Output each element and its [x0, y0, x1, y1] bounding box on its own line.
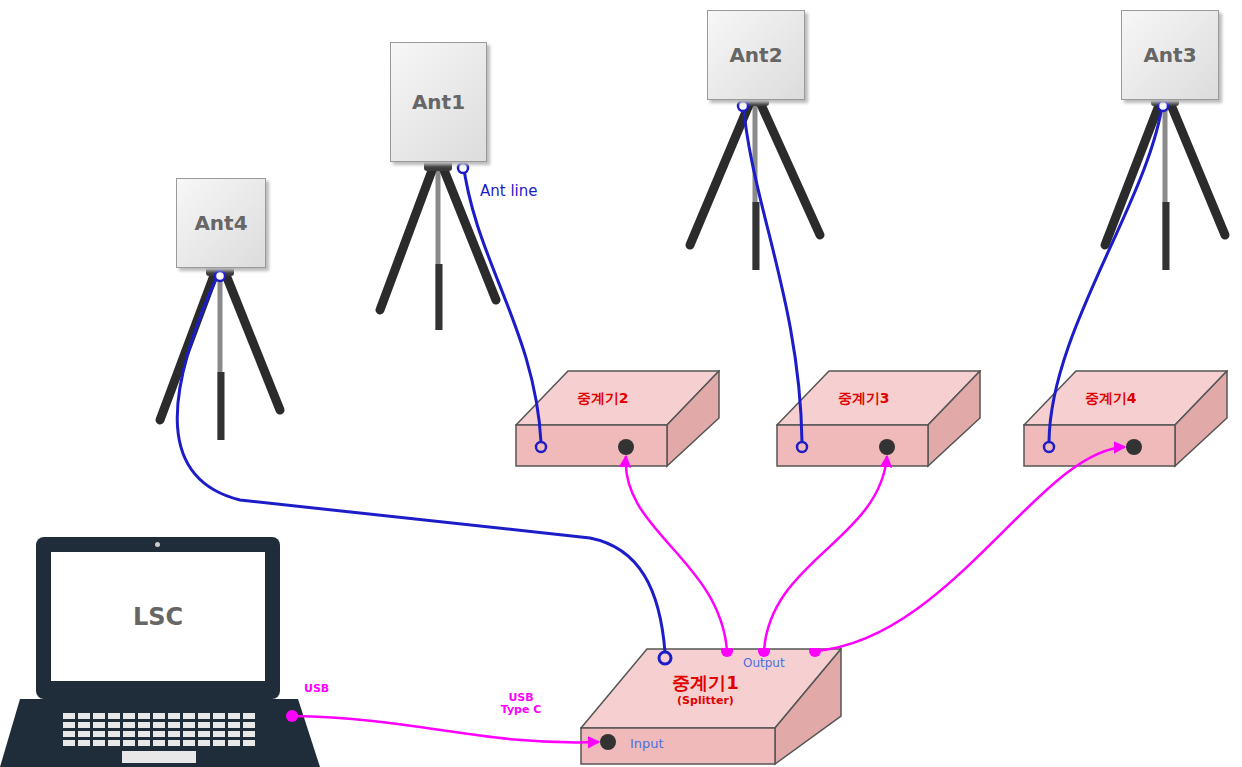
splitter-note: (Splitter) — [638, 694, 773, 707]
usb-port — [286, 710, 298, 722]
repeater-box: 중계기4 — [1023, 370, 1228, 468]
cable-ring — [1158, 101, 1168, 111]
camera-dot — [155, 542, 160, 547]
box-outline — [776, 370, 981, 468]
screen-area: LSC — [51, 552, 265, 681]
cable-ring — [215, 271, 225, 281]
port-label: Input — [628, 737, 666, 751]
repeater-name: 중계기2 — [545, 390, 660, 408]
box-outline — [515, 370, 720, 468]
repeater-box: 중계기2 — [515, 370, 720, 468]
antenna-name: Ant1 — [412, 90, 465, 114]
signal-arrow — [626, 456, 727, 651]
splitter-box: 중계기1(Splitter) — [580, 648, 842, 766]
repeater-box: 중계기3 — [776, 370, 981, 468]
signal-arrow — [292, 716, 599, 742]
antenna-box: Ant3 — [1121, 10, 1219, 100]
antenna-box: Ant1 — [390, 42, 487, 162]
antenna-name: Ant3 — [1143, 43, 1196, 67]
repeater-name: 중계기4 — [1053, 390, 1168, 408]
laptop-name: LSC — [133, 603, 183, 631]
antenna-box: Ant4 — [176, 178, 266, 268]
laptop-screen: LSC — [36, 537, 280, 699]
repeater-name: 중계기3 — [806, 390, 921, 408]
signal-arrow — [815, 447, 1125, 651]
laptop-base — [0, 699, 320, 767]
port-label: Ant line — [478, 183, 540, 200]
cable-ring — [738, 101, 748, 111]
cable-ring — [458, 163, 468, 173]
port-label: USB — [302, 683, 331, 695]
antenna-cable — [743, 100, 802, 442]
antenna-cable — [463, 162, 541, 442]
antenna-name: Ant4 — [194, 211, 247, 235]
antenna-box: Ant2 — [707, 10, 805, 100]
box-outline — [1023, 370, 1228, 468]
box-outline — [580, 648, 842, 766]
splitter-name: 중계기1 — [638, 672, 773, 694]
antenna-name: Ant2 — [729, 43, 782, 67]
signal-arrow — [764, 456, 887, 651]
port-label: Output — [741, 657, 787, 670]
port-label: USB Type C — [497, 692, 545, 716]
